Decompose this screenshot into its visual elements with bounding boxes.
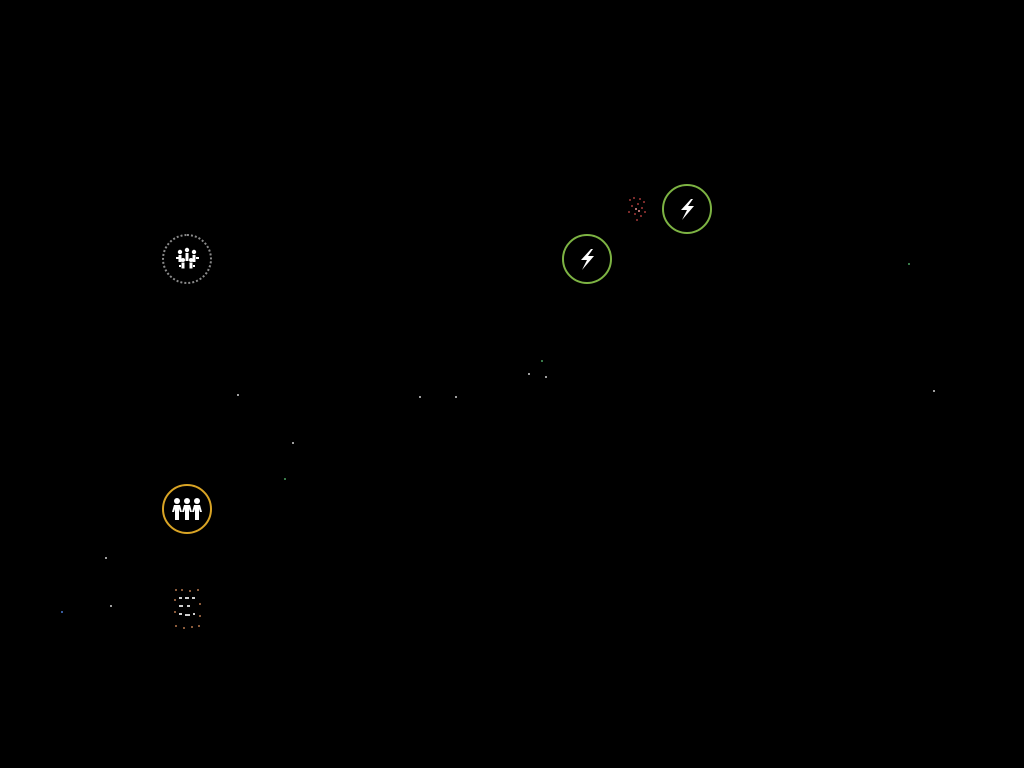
background-speck — [541, 360, 543, 362]
background-speck — [419, 396, 421, 398]
background-speck — [908, 263, 910, 265]
background-speck — [284, 478, 286, 480]
background-speck — [237, 394, 239, 396]
lightning-node[interactable] — [562, 234, 612, 284]
background-speck — [105, 557, 107, 559]
background-speck — [545, 376, 547, 378]
background-speck — [292, 442, 294, 444]
background-speck — [933, 390, 935, 392]
crowd-node[interactable] — [162, 234, 212, 284]
faded-block-icon — [174, 589, 201, 629]
background-speck — [455, 396, 457, 398]
hidden-node — [162, 584, 212, 634]
background-speck — [110, 605, 112, 607]
three-people-icon — [172, 498, 202, 520]
lightning-bolt-icon — [681, 199, 694, 220]
background-speck — [528, 373, 530, 375]
people-node[interactable] — [162, 484, 212, 534]
lightning-bolt-icon — [581, 249, 594, 270]
faded-creature-icon — [628, 197, 646, 221]
hidden-node — [612, 184, 662, 234]
lightning-node[interactable] — [662, 184, 712, 234]
background-speck — [61, 611, 63, 613]
crowd-icon — [176, 247, 199, 269]
